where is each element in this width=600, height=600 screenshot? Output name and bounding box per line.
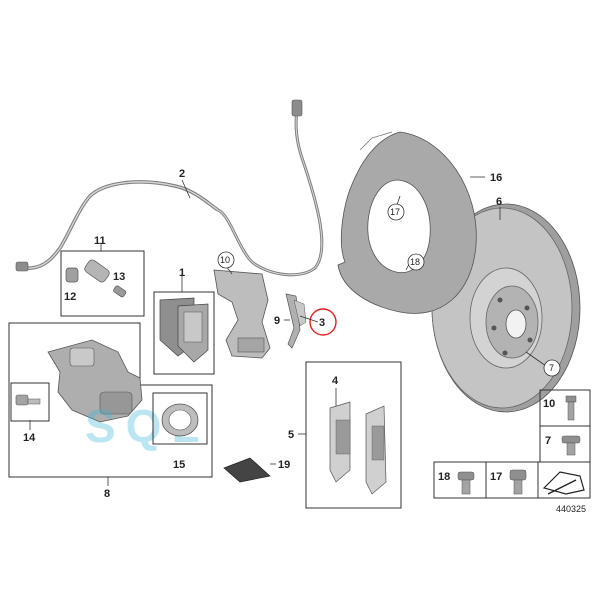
anti-rattle-spring-set[interactable] bbox=[329, 401, 387, 495]
guide-pin-13[interactable] bbox=[83, 258, 127, 298]
group-box-5 bbox=[305, 361, 402, 509]
bolt-18[interactable] bbox=[457, 471, 475, 495]
guide-bolt-12[interactable] bbox=[65, 267, 79, 283]
svg-text:10: 10 bbox=[220, 255, 230, 265]
callout-circle-18: 18 bbox=[407, 253, 425, 271]
caliper-carrier[interactable] bbox=[213, 269, 271, 359]
callout-9: 9 bbox=[274, 315, 280, 327]
brake-line[interactable] bbox=[15, 99, 324, 277]
brake-caliper[interactable] bbox=[47, 339, 143, 423]
callout-15: 15 bbox=[173, 459, 185, 471]
callout-8: 8 bbox=[104, 488, 110, 500]
callout-1: 1 bbox=[179, 267, 185, 279]
piston-seal[interactable] bbox=[161, 403, 199, 437]
group-box-1 bbox=[153, 291, 215, 375]
callout-4: 4 bbox=[332, 375, 339, 387]
brake-pad-set[interactable] bbox=[159, 297, 209, 363]
direction-arrow-icon bbox=[542, 471, 585, 495]
callout-3: 3 bbox=[319, 317, 325, 329]
bolt-7[interactable] bbox=[561, 435, 581, 456]
svg-text:7: 7 bbox=[549, 363, 554, 373]
highlight-ring-3 bbox=[309, 308, 337, 336]
legend-label-10: 10 bbox=[543, 398, 555, 410]
callout-5: 5 bbox=[288, 429, 294, 441]
dust-shield[interactable] bbox=[337, 131, 477, 314]
callout-circle-10: 10 bbox=[217, 251, 235, 269]
leader-lines bbox=[29, 176, 547, 486]
callout-14: 14 bbox=[23, 432, 36, 444]
grease-packet[interactable] bbox=[223, 457, 271, 483]
callout-2: 2 bbox=[179, 168, 185, 180]
bleeder-valve[interactable] bbox=[15, 394, 41, 406]
svg-text:18: 18 bbox=[410, 257, 420, 267]
legend-label-7: 7 bbox=[545, 435, 551, 447]
legend-box-arrow bbox=[537, 461, 591, 499]
callout-16: 16 bbox=[490, 172, 502, 184]
callout-19: 19 bbox=[278, 459, 290, 471]
bolt-10[interactable] bbox=[565, 395, 577, 421]
callout-11: 11 bbox=[94, 235, 106, 247]
legend-label-18: 18 bbox=[438, 471, 450, 483]
svg-text:17: 17 bbox=[390, 207, 400, 217]
callout-6: 6 bbox=[496, 196, 502, 208]
group-box-11 bbox=[60, 250, 145, 317]
legend-label-17: 17 bbox=[490, 471, 502, 483]
callout-circle-17: 17 bbox=[387, 203, 405, 221]
spring-clip[interactable] bbox=[285, 293, 307, 349]
group-box-15 bbox=[152, 392, 208, 445]
callout-12: 12 bbox=[64, 291, 76, 303]
group-box-8 bbox=[8, 322, 213, 478]
diagram-number: 440325 bbox=[556, 504, 586, 514]
callout-circle-7: 7 bbox=[543, 359, 561, 377]
bolt-17[interactable] bbox=[509, 469, 527, 495]
callout-13: 13 bbox=[113, 271, 125, 283]
